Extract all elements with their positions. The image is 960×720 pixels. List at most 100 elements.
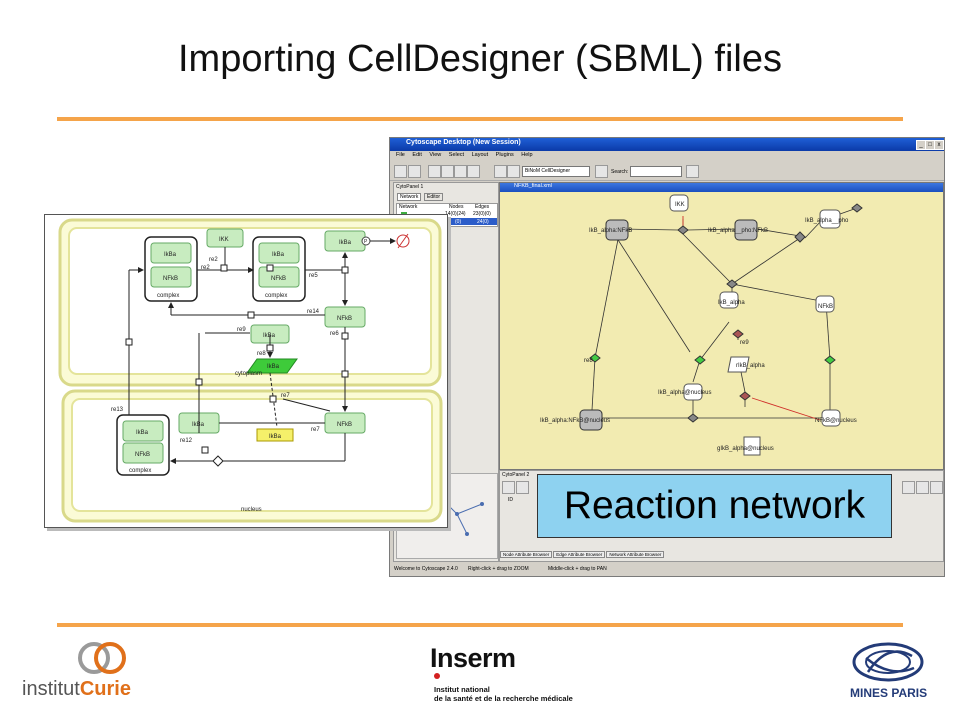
svg-text:IkBa: IkBa xyxy=(269,434,282,440)
search-label: Search: xyxy=(611,169,629,175)
inserm-dot-icon xyxy=(434,673,440,679)
bottom-divider xyxy=(57,623,903,627)
attribute-select-icon[interactable] xyxy=(502,481,515,494)
close-icon[interactable]: x xyxy=(934,140,944,150)
status-welcome: Welcome to Cytoscape 2.4.0 xyxy=(394,566,458,572)
slide-title: Importing CellDesigner (SBML) files xyxy=(178,38,782,80)
node-label: IKK xyxy=(675,202,685,208)
svg-text:IkBa: IkBa xyxy=(164,252,177,258)
network-view[interactable]: NFKB_final.xml xyxy=(499,182,944,470)
node-label: gIkB_alpha@nucleus xyxy=(717,446,774,452)
inserm-subtitle-2: de la santé et de la recherche médicale xyxy=(434,694,573,703)
zoom-fit-icon[interactable] xyxy=(467,165,480,178)
svg-text:re9: re9 xyxy=(237,327,246,333)
svg-text:cytoplasm: cytoplasm xyxy=(235,371,262,377)
network-graph: IKK IkB_alpha:NFkB IkB_alpha__pho:NFkB I… xyxy=(540,194,863,456)
node-label: IkB_alpha xyxy=(718,300,745,306)
node-label: rIkB_alpha xyxy=(736,363,765,369)
node-label: IkB_alpha:NFkB@nucleus xyxy=(540,418,610,424)
node-label: IkB_alpha:NFkB xyxy=(589,228,632,234)
status-bar: Welcome to Cytoscape 2.4.0 Right-click +… xyxy=(390,564,944,574)
tab-node-attributes[interactable]: Node Attribute Browser xyxy=(500,551,553,558)
svg-text:IkBa: IkBa xyxy=(272,252,285,258)
tab-edge-attributes[interactable]: Edge Attribute Browser xyxy=(553,551,606,558)
attribute-table-icon[interactable] xyxy=(516,481,529,494)
import-icon[interactable] xyxy=(902,481,915,494)
node-label: NFkB@nucleus xyxy=(815,418,857,424)
menu-file[interactable]: File xyxy=(396,152,405,158)
svg-text:re7: re7 xyxy=(281,393,290,399)
svg-text:re8: re8 xyxy=(257,351,266,357)
row-edges: 24(0) xyxy=(477,219,489,225)
cytopanel-2-title: CytoPanel 2 xyxy=(502,472,530,478)
help-icon[interactable] xyxy=(686,165,699,178)
search-input[interactable] xyxy=(630,166,682,177)
callout-text: Reaction network xyxy=(563,484,866,527)
export-icon[interactable] xyxy=(930,481,943,494)
svg-text:NFkB: NFkB xyxy=(271,276,286,282)
zoom-selected-icon[interactable] xyxy=(454,165,467,178)
menu-select[interactable]: Select xyxy=(448,152,465,158)
node-label: NFkB xyxy=(818,304,833,310)
tab-network-attributes[interactable]: Network Attribute Browser xyxy=(606,551,665,558)
filter-icon[interactable] xyxy=(595,165,608,178)
node-label: re8 xyxy=(584,358,593,364)
reaction-network-callout: Reaction network xyxy=(537,474,892,538)
row-edges: 23(0)(0) xyxy=(473,211,491,217)
svg-text:re5: re5 xyxy=(309,273,318,279)
tab-editor[interactable]: Editor xyxy=(424,193,444,201)
svg-text:re2: re2 xyxy=(209,257,218,263)
nodes xyxy=(579,194,863,456)
celldesigner-diagram: IkBa NFkB complex IKK IkBa NFkB complex … xyxy=(44,214,448,528)
svg-text:complex: complex xyxy=(129,468,151,474)
svg-text:re13: re13 xyxy=(111,407,124,413)
menu-layout[interactable]: Layout xyxy=(471,152,489,158)
status-pan-hint: Middle-click + drag to PAN xyxy=(548,566,607,572)
svg-text:NFkB: NFkB xyxy=(337,316,352,322)
mines-paris-logo: MINES PARIS xyxy=(840,638,940,704)
node-label: IkB_alpha__pho xyxy=(805,218,849,224)
svg-text:re14: re14 xyxy=(307,309,320,315)
svg-text:complex: complex xyxy=(265,293,287,299)
zoom-in-icon[interactable] xyxy=(441,165,454,178)
col-id: ID xyxy=(508,497,513,503)
tab-network[interactable]: Network xyxy=(397,193,422,201)
svg-text:re12: re12 xyxy=(180,438,193,444)
vizmap-icon[interactable] xyxy=(507,165,520,178)
row-nodes: 14(0)(24) xyxy=(445,211,466,217)
status-zoom-hint: Right-click + drag to ZOOM xyxy=(468,566,529,572)
pathway-diagram: IkBa NFkB complex IKK IkBa NFkB complex … xyxy=(58,218,443,523)
inserm-name: Inserm xyxy=(430,643,516,673)
col-edges: Edges xyxy=(475,204,490,210)
svg-text:IkBa: IkBa xyxy=(267,364,280,370)
open-icon[interactable] xyxy=(394,165,407,178)
svg-text:IkBa: IkBa xyxy=(339,240,352,246)
svg-text:NFkB: NFkB xyxy=(163,276,178,282)
menu-help[interactable]: Help xyxy=(521,152,533,158)
menu-view[interactable]: View xyxy=(429,152,442,158)
save-icon[interactable] xyxy=(408,165,421,178)
network-view-title: NFKB_final.xml xyxy=(514,183,552,189)
institut-curie-logo: institutCurie xyxy=(18,638,148,702)
svg-text:IKK: IKK xyxy=(219,237,229,243)
svg-text:re6: re6 xyxy=(330,331,339,337)
svg-text:complex: complex xyxy=(157,293,179,299)
folder-icon[interactable] xyxy=(916,481,929,494)
window-title: Cytoscape Desktop (New Session) xyxy=(406,139,521,146)
toolbar: BiNoM CellDesigner Search: xyxy=(390,162,944,181)
mines-paris-name: MINES PARIS xyxy=(850,686,928,700)
svg-text:nucleus: nucleus xyxy=(241,507,262,513)
node-label: re9 xyxy=(740,340,749,346)
row-nodes: (0) xyxy=(455,219,462,225)
network-view-titlebar: NFKB_final.xml xyxy=(500,183,943,192)
menu-plugins[interactable]: Plugins xyxy=(495,152,514,158)
zoom-out-icon[interactable] xyxy=(428,165,441,178)
col-nodes: Nodes xyxy=(449,204,464,210)
menu-edit[interactable]: Edit xyxy=(412,152,422,158)
top-divider xyxy=(57,117,903,121)
layout-icon[interactable] xyxy=(494,165,507,178)
curie-rings-icon xyxy=(78,642,126,674)
layout-select[interactable]: BiNoM CellDesigner xyxy=(522,166,590,177)
